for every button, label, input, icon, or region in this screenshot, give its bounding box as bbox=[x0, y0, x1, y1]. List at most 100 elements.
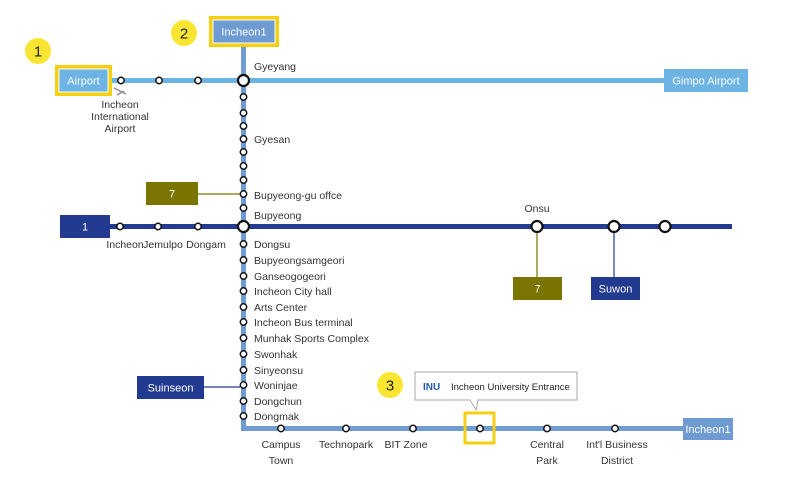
line7-left-label: 7 bbox=[169, 189, 175, 201]
station[interactable] bbox=[194, 76, 202, 85]
station[interactable] bbox=[239, 162, 248, 170]
incheon1-top-label: Incheon1 bbox=[221, 27, 266, 39]
transfer-station[interactable] bbox=[607, 219, 621, 234]
station-label-campus-1: Campus bbox=[261, 439, 300, 451]
gimpo-terminal[interactable] bbox=[664, 69, 748, 92]
station-label-technopark: Technopark bbox=[319, 439, 374, 451]
station-label-campus-2: Town bbox=[269, 455, 294, 467]
station-label-bupyeonggu: Bupyeong-gu offce bbox=[254, 190, 342, 202]
station[interactable] bbox=[117, 76, 125, 85]
station-label-lower: Arts Center bbox=[254, 302, 308, 314]
badge-1-label: 1 bbox=[34, 44, 42, 61]
gimpo-label: Gimpo Airport bbox=[672, 76, 739, 88]
station[interactable] bbox=[277, 424, 285, 433]
station-label-bit: BIT Zone bbox=[385, 439, 428, 451]
station-label-central-2: Park bbox=[536, 455, 558, 467]
station-label-intl-2: District bbox=[601, 455, 633, 467]
suwon-terminal[interactable] bbox=[591, 277, 640, 300]
inu-logo: INU bbox=[423, 382, 440, 393]
station[interactable] bbox=[239, 135, 248, 143]
station[interactable] bbox=[239, 176, 248, 184]
station-label-lower: Sinyeonsu bbox=[254, 365, 303, 377]
station[interactable] bbox=[239, 122, 248, 130]
line7-right-label: 7 bbox=[534, 284, 540, 296]
line7-terminal-left[interactable] bbox=[146, 182, 198, 205]
line7-terminal-right[interactable] bbox=[513, 277, 562, 300]
suinseon-terminal[interactable] bbox=[137, 376, 204, 399]
transfer-station[interactable] bbox=[236, 73, 251, 88]
station[interactable] bbox=[239, 148, 248, 156]
incheon1-end-terminal[interactable] bbox=[683, 418, 733, 440]
station-label-gyesan: Gyesan bbox=[254, 134, 290, 146]
station[interactable] bbox=[342, 424, 350, 433]
station[interactable] bbox=[239, 256, 248, 264]
station-label-lower: Dongchun bbox=[254, 396, 302, 408]
station[interactable] bbox=[239, 350, 248, 358]
station-label-lower: Munhak Sports Complex bbox=[254, 333, 370, 345]
line1-terminal[interactable] bbox=[60, 215, 110, 238]
station-label-central-1: Central bbox=[530, 439, 564, 451]
station[interactable] bbox=[239, 109, 248, 117]
station-label-icn-3: Airport bbox=[105, 123, 136, 135]
badge-2-label: 2 bbox=[180, 26, 188, 43]
station[interactable] bbox=[239, 272, 248, 280]
transfer-station[interactable] bbox=[530, 219, 544, 234]
station[interactable] bbox=[239, 334, 248, 342]
station-label-lower: Dongsu bbox=[254, 239, 290, 251]
airplane-icon bbox=[113, 87, 127, 96]
airport-terminal[interactable] bbox=[58, 68, 109, 93]
transfer-station[interactable] bbox=[658, 219, 672, 234]
station-label-icn-2: International bbox=[91, 111, 149, 123]
line1-label: 1 bbox=[82, 222, 88, 234]
line1 bbox=[100, 224, 732, 229]
station-label-lower: Incheon Bus terminal bbox=[254, 317, 353, 329]
station[interactable] bbox=[116, 222, 124, 231]
station[interactable] bbox=[154, 222, 162, 231]
callout-text: Incheon University Entrance bbox=[451, 382, 570, 393]
station[interactable] bbox=[239, 287, 248, 295]
station[interactable] bbox=[239, 204, 248, 212]
suinseon-label: Suinseon bbox=[148, 383, 194, 395]
station[interactable] bbox=[239, 381, 248, 389]
station[interactable] bbox=[239, 240, 248, 248]
badge-3-label: 3 bbox=[386, 378, 394, 395]
station-label-lower: Dongmak bbox=[254, 411, 300, 423]
badge-3 bbox=[377, 372, 403, 398]
station[interactable] bbox=[155, 76, 163, 85]
station-label-dongam: Dongam bbox=[186, 239, 226, 251]
incheon1-top-terminal[interactable] bbox=[212, 19, 276, 44]
station[interactable] bbox=[239, 366, 248, 374]
station[interactable] bbox=[239, 303, 248, 311]
inu-station-highlight bbox=[463, 411, 496, 445]
station-label-jemulpo: Jemulpo bbox=[143, 239, 183, 251]
station[interactable] bbox=[239, 397, 248, 405]
station[interactable] bbox=[239, 93, 248, 101]
airport-line bbox=[90, 78, 670, 83]
incheon1-end-label: Incheon1 bbox=[685, 424, 730, 436]
station-label-gyeyang: Gyeyang bbox=[254, 61, 296, 73]
stations bbox=[116, 73, 672, 433]
suwon-label: Suwon bbox=[599, 284, 633, 296]
station[interactable] bbox=[239, 412, 248, 420]
station-label-lower: Bupyeongsamgeori bbox=[254, 255, 344, 267]
station[interactable] bbox=[409, 424, 417, 433]
station-label-lower: Woninjae bbox=[254, 380, 298, 392]
badge-1 bbox=[25, 38, 51, 64]
station-label-lower: Ganseogogeori bbox=[254, 271, 326, 283]
station[interactable] bbox=[611, 424, 619, 433]
airport-terminal-label: Airport bbox=[67, 76, 99, 88]
station[interactable] bbox=[239, 318, 248, 326]
station[interactable] bbox=[239, 190, 248, 198]
inu-callout: INU Incheon University Entrance bbox=[414, 371, 578, 412]
station[interactable] bbox=[476, 424, 484, 433]
station[interactable] bbox=[543, 424, 551, 433]
station-label-icn-1: Incheon bbox=[101, 99, 139, 111]
badge-2 bbox=[171, 20, 197, 46]
station-label-lower: Swonhak bbox=[254, 349, 298, 361]
station-label-incheon: Incheon bbox=[106, 239, 144, 251]
station[interactable] bbox=[194, 222, 202, 231]
station-label-onsu: Onsu bbox=[524, 203, 549, 215]
transfer-station[interactable] bbox=[236, 219, 251, 234]
station-label-intl-1: Int'l Business bbox=[586, 439, 648, 451]
